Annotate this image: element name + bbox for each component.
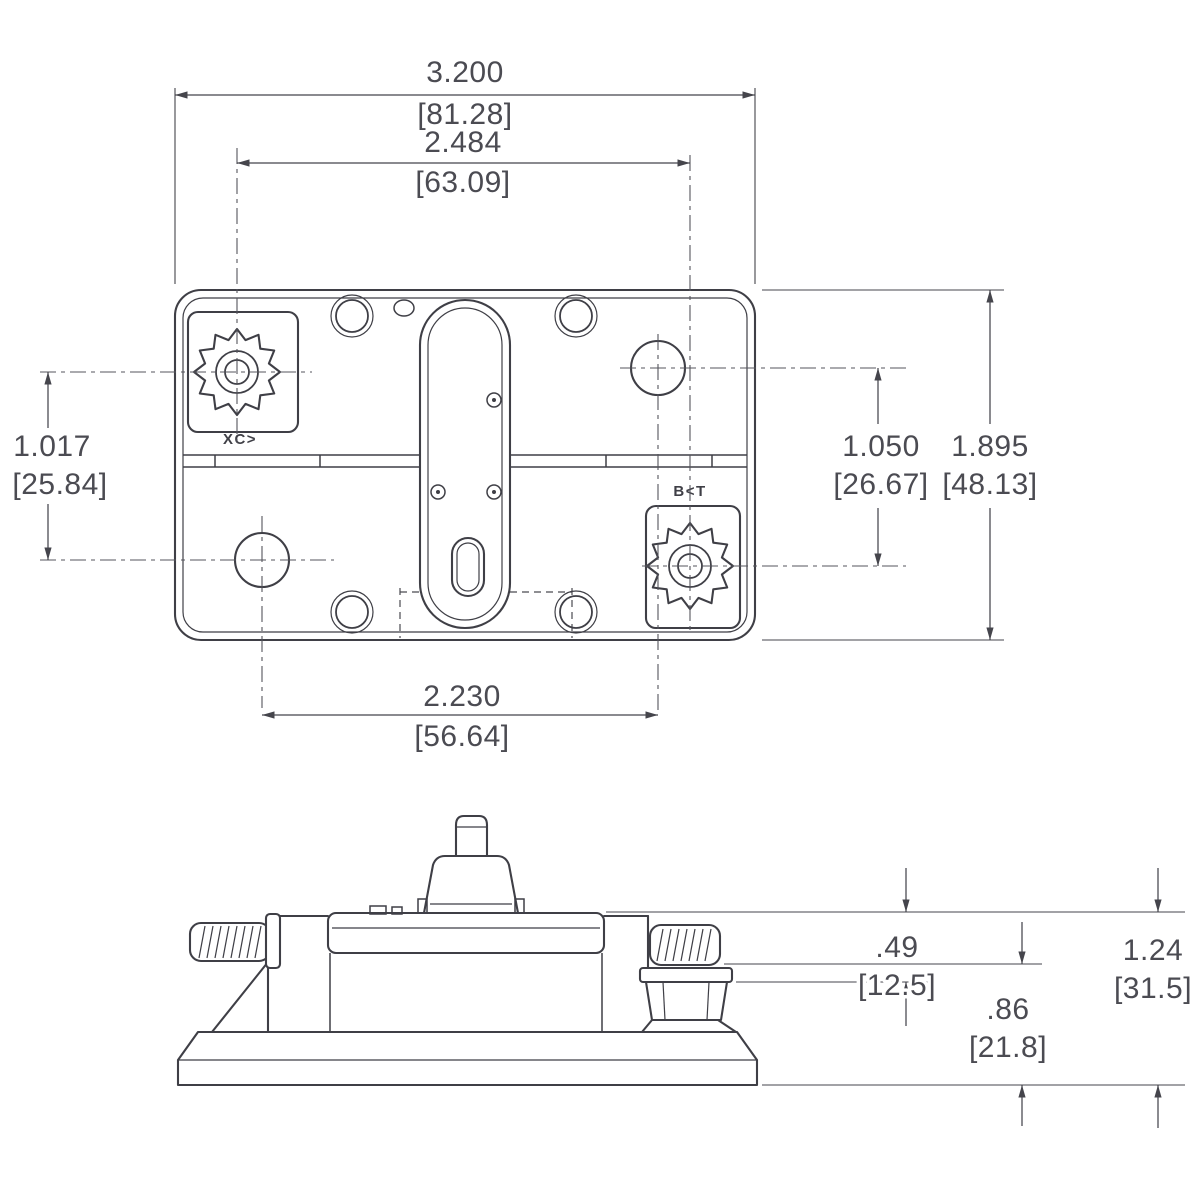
left-terminal-label: XC> [223, 431, 257, 448]
actuator-housing [418, 298, 512, 630]
top-view: XC> B<T [9, 53, 1041, 757]
cover-plate-and-cap [326, 814, 606, 955]
body-profile [176, 914, 759, 1087]
body-seam-lines [183, 454, 747, 468]
dim-plate-to-stud-in: .49 [875, 931, 918, 964]
right-terminal-stud [638, 923, 734, 1022]
mounting-holes [330, 294, 598, 634]
reset-stud [454, 814, 489, 858]
dim-overall-depth-in: 1.895 [951, 430, 1029, 463]
housing-inner [427, 307, 503, 621]
base-flange [176, 1030, 759, 1087]
dim-hole-spacing-mm: [56.64] [414, 720, 509, 753]
dim-overall-width-in: 3.200 [426, 56, 504, 89]
dim-plate-to-stud-mm: [12.5] [858, 969, 936, 1002]
housing-pin-hole [430, 484, 446, 500]
dim-hole-spacing-in: 2.230 [423, 680, 501, 713]
cover-plate [326, 911, 606, 955]
dim-overall-height-in: 1.24 [1123, 934, 1183, 967]
stud-right [648, 923, 722, 967]
dim-stud-height-mm: [21.8] [969, 1031, 1047, 1064]
index-notch [393, 299, 415, 317]
dim-terminal-spacing-mm: [63.09] [415, 166, 510, 199]
left-terminal: XC> [186, 310, 300, 448]
actuator-slot [450, 536, 486, 598]
stud-washer-right [638, 966, 734, 984]
dim-overall-depth-mm: [48.13] [942, 468, 1037, 501]
dimensions-side-view: .49 [12.5] .86 [21.8] 1.24 [31.5] [606, 868, 1195, 1128]
right-terminal-label: B<T [673, 483, 706, 500]
housing-outer [418, 298, 512, 630]
dim-overall-width-mm: [81.28] [417, 98, 512, 131]
hex-nut-right [644, 980, 729, 1022]
side-view: .49 [12.5] .86 [21.8] 1.24 [31.5] [176, 814, 1195, 1128]
dim-overall-height-mm: [31.5] [1114, 972, 1192, 1005]
body-inner-outline [182, 297, 748, 633]
stud-washer-left [264, 912, 282, 970]
hidden-lines [399, 588, 573, 638]
left-terminal-stud [188, 912, 282, 970]
dim-right-offset-in: 1.050 [842, 430, 920, 463]
dim-terminal-spacing-in: 2.484 [424, 126, 502, 159]
housing-pin-hole [486, 484, 502, 500]
dim-stud-height-in: .86 [986, 993, 1029, 1026]
dim-left-offset-in: 1.017 [13, 430, 91, 463]
dimensions-top-view: 3.200 [81.28] 2.484 [63.09] 1.017 [25.84… [9, 53, 1041, 757]
actuator-cap [422, 854, 520, 915]
dim-right-offset-mm: [26.67] [833, 468, 928, 501]
dim-left-offset-mm: [25.84] [12, 468, 107, 501]
centerlines [40, 148, 906, 710]
housing-pin-hole [486, 392, 502, 408]
